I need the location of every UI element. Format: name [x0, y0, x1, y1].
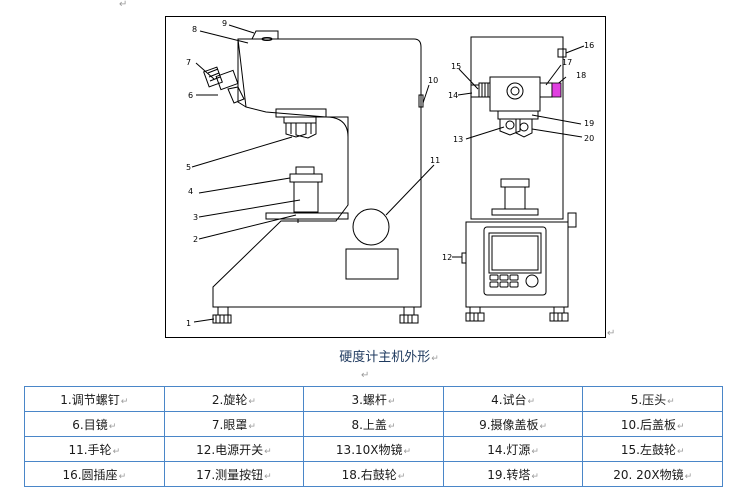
side-lower-panel [345, 248, 399, 280]
callout-8: 8 [192, 25, 197, 34]
table-cell: 9.摄像盖板↵ [442, 411, 584, 437]
callout-19: 19 [584, 119, 594, 128]
table-cell: 4.试台↵ [442, 386, 584, 412]
callout-16: 16 [584, 41, 594, 50]
table-row: 16.圆插座↵ 17.测量按钮↵ 18.右鼓轮↵ 19.转塔↵ 20. 20X物… [24, 461, 723, 487]
figure-caption: 硬度计主机外形↵ [0, 346, 732, 365]
callout-3: 3 [193, 213, 198, 222]
side-handwheel [352, 208, 390, 246]
callout-13: 13 [453, 135, 463, 144]
table-cell: 12.电源开关↵ [163, 436, 305, 462]
caption-text: 硬度计主机外形 [339, 350, 431, 365]
callout-10: 10 [428, 76, 438, 85]
callout-15: 15 [451, 62, 461, 71]
callout-4: 4 [188, 187, 193, 196]
paragraph-mark-caption: ↵ [361, 370, 370, 381]
front-right-drum-highlight [551, 82, 562, 98]
callout-12: 12 [442, 253, 452, 262]
table-cell: 16.圆插座↵ [24, 461, 165, 487]
parts-table: 1.调节螺钉↵ 2.旋轮↵ 3.螺杆↵ 4.试台↵ 5.压头↵ 6.目镜↵ 7.… [24, 386, 723, 487]
side-body-outline [212, 38, 422, 308]
front-display [488, 232, 542, 274]
hardness-tester-figure: 1 2 3 4 5 6 7 8 9 10 11 12 13 14 15 16 1… [165, 16, 606, 338]
table-cell: 11.手轮↵ [24, 436, 165, 462]
table-row: 6.目镜↵ 7.眼罩↵ 8.上盖↵ 9.摄像盖板↵ 10.后盖板↵ [24, 411, 723, 437]
front-lower-base [465, 221, 569, 308]
callout-2: 2 [193, 235, 198, 244]
front-control-panel [483, 226, 547, 296]
table-row: 11.手轮↵ 12.电源开关↵ 13.10X物镜↵ 14.灯源↵ 15.左鼓轮↵ [24, 436, 723, 462]
callout-11: 11 [430, 156, 440, 165]
paragraph-mark-figure: ↵ [607, 328, 616, 339]
table-cell: 20. 20X物镜↵ [582, 461, 723, 487]
front-optical-head [489, 76, 541, 112]
table-cell: 17.测量按钮↵ [163, 461, 305, 487]
table-cell: 1.调节螺钉↵ [24, 386, 165, 412]
side-anvil-top [295, 166, 315, 175]
callout-18: 18 [576, 71, 586, 80]
table-cell: 14.灯源↵ [442, 436, 584, 462]
table-cell: 10.后盖板↵ [582, 411, 723, 437]
table-cell: 15.左鼓轮↵ [582, 436, 723, 462]
table-cell: 2.旋轮↵ [163, 386, 305, 412]
callout-14: 14 [448, 91, 458, 100]
callout-6: 6 [188, 91, 193, 100]
table-cell: 6.目镜↵ [24, 411, 165, 437]
side-upper-cover [237, 39, 247, 108]
callout-9: 9 [222, 19, 227, 28]
hardness-tester-drawing: 1 2 3 4 5 6 7 8 9 10 11 12 13 14 15 16 1… [186, 19, 594, 328]
table-cell: 5.压头↵ [582, 386, 723, 412]
front-upper-body [470, 36, 564, 220]
side-eyepiece [227, 86, 245, 104]
table-cell: 7.眼罩↵ [163, 411, 305, 437]
table-cell: 18.右鼓轮↵ [303, 461, 444, 487]
callout-17: 17 [562, 58, 572, 67]
table-cell: 8.上盖↵ [303, 411, 444, 437]
side-test-table [265, 212, 349, 220]
table-cell: 19.转塔↵ [442, 461, 584, 487]
paragraph-mark-top: ↵ [119, 0, 128, 10]
callout-20: 20 [584, 134, 594, 143]
table-row: 1.调节螺钉↵ 2.旋轮↵ 3.螺杆↵ 4.试台↵ 5.压头↵ [24, 386, 723, 412]
table-cell: 13.10X物镜↵ [303, 436, 444, 462]
callout-1: 1 [186, 319, 191, 328]
callout-5: 5 [186, 163, 191, 172]
callout-7: 7 [186, 58, 191, 67]
caption-para-mark: ↵ [431, 354, 439, 364]
table-cell: 3.螺杆↵ [303, 386, 444, 412]
